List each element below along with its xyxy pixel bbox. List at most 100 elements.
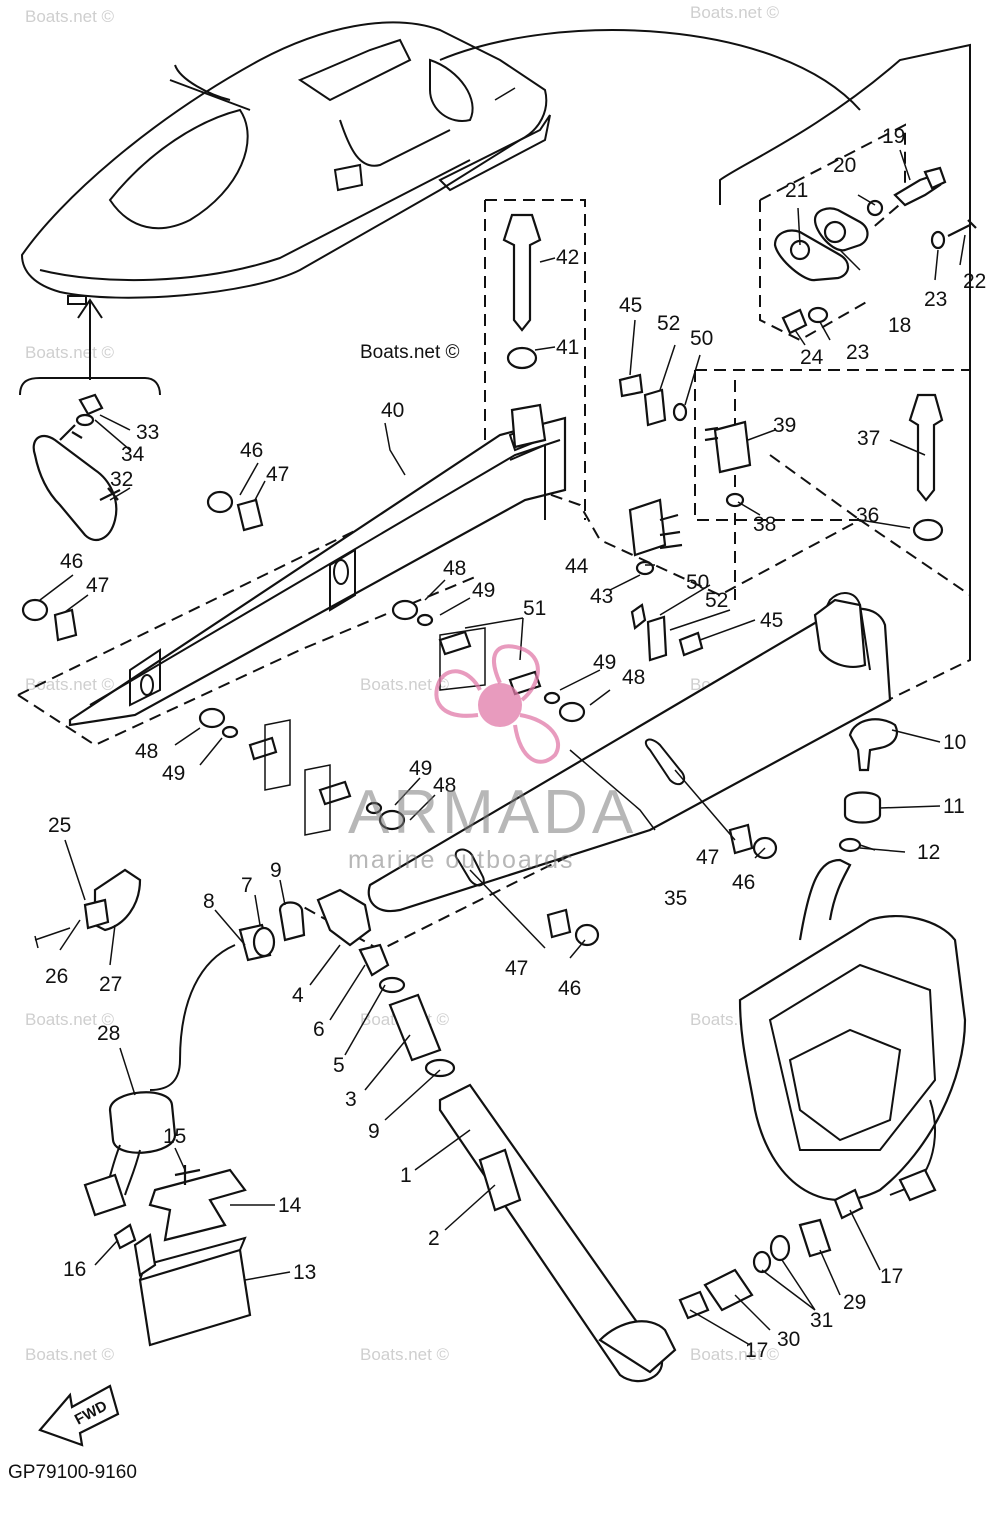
callout-23: 23 — [924, 288, 947, 311]
watermark-dark: Boats.net © — [360, 342, 460, 363]
callout-28: 28 — [97, 1022, 120, 1045]
callout-35: 35 — [664, 887, 687, 910]
callout-20: 20 — [833, 154, 856, 177]
callout-10: 10 — [943, 731, 966, 754]
callout-44: 44 — [565, 555, 589, 578]
callout-46: 46 — [732, 871, 755, 894]
callout-labels: 1 2 3 4 5 6 7 8 9 9 10 11 12 13 14 15 16… — [45, 125, 986, 1362]
callout-30: 30 — [777, 1328, 800, 1351]
callout-19: 19 — [882, 125, 905, 148]
watermark: Boats.net © — [690, 1345, 780, 1364]
callout-46: 46 — [240, 439, 263, 462]
callout-38: 38 — [753, 513, 776, 536]
callout-47: 47 — [505, 957, 528, 980]
callout-12: 12 — [917, 841, 940, 864]
callout-26: 26 — [45, 965, 68, 988]
callout-18: 18 — [888, 314, 911, 337]
callout-11: 11 — [943, 795, 965, 818]
watermark: Boats.net © — [25, 343, 115, 362]
callout-24: 24 — [800, 346, 824, 369]
leader-lines — [39, 149, 966, 1346]
callout-17: 17 — [880, 1265, 903, 1288]
callout-45: 45 — [760, 609, 783, 632]
watermark: Boats.net © — [25, 7, 115, 26]
callout-48: 48 — [622, 666, 645, 689]
fitting-44-group — [618, 373, 704, 662]
watermark: Boats.net © — [690, 3, 780, 22]
callout-47: 47 — [266, 463, 289, 486]
callout-46: 46 — [558, 977, 581, 1000]
callout-34: 34 — [121, 443, 145, 466]
callout-49: 49 — [593, 651, 616, 674]
callout-49: 49 — [409, 757, 432, 780]
callout-33: 33 — [136, 421, 159, 444]
callout-39: 39 — [773, 414, 796, 437]
brand-name: ARMADA — [348, 778, 637, 847]
callout-50: 50 — [686, 571, 709, 594]
jet-pump-housing — [678, 858, 967, 1320]
callout-48: 48 — [433, 774, 456, 797]
callout-13: 13 — [293, 1261, 316, 1284]
callout-17: 17 — [745, 1339, 768, 1362]
callout-36: 36 — [856, 504, 879, 527]
callout-51: 51 — [523, 597, 546, 620]
callout-41: 41 — [556, 336, 579, 359]
callout-43: 43 — [590, 585, 613, 608]
watercraft-hull-illustration — [20, 21, 551, 305]
hose-fittings-group — [278, 888, 677, 1383]
callout-37: 37 — [857, 427, 880, 450]
callout-25: 25 — [48, 814, 71, 837]
callout-31: 31 — [810, 1309, 833, 1332]
callout-6: 6 — [313, 1018, 325, 1041]
callout-42: 42 — [556, 246, 579, 269]
vent-fitting-group — [759, 123, 977, 342]
callout-22: 22 — [963, 270, 986, 293]
callout-21: 21 — [785, 179, 808, 202]
callout-16: 16 — [63, 1258, 86, 1281]
callout-7: 7 — [241, 874, 253, 897]
callout-8: 8 — [203, 890, 215, 913]
callout-27: 27 — [99, 973, 122, 996]
callout-40: 40 — [381, 399, 404, 422]
callout-50: 50 — [690, 327, 713, 350]
bushings-46-47 — [21, 490, 778, 947]
callout-14: 14 — [278, 1194, 302, 1217]
brand-tagline: marine outboards — [348, 846, 575, 874]
drain-plug-group — [838, 718, 898, 853]
watermark: Boats.net © — [25, 675, 115, 694]
watermark: Boats.net © — [360, 1345, 450, 1364]
forward-direction-arrow-icon: FWD — [38, 1384, 120, 1447]
callout-15: 15 — [163, 1125, 186, 1148]
callout-49: 49 — [472, 579, 495, 602]
callout-32: 32 — [110, 468, 133, 491]
callout-4: 4 — [292, 984, 304, 1007]
callout-29: 29 — [843, 1291, 866, 1314]
callout-47: 47 — [86, 574, 109, 597]
detail-box-outline — [719, 43, 971, 660]
watermark: Boats.net © — [360, 675, 450, 694]
vent-tube-37-group — [704, 393, 944, 542]
callout-47: 47 — [696, 846, 719, 869]
watermark-layer: Boats.net © Boats.net © Boats.net © Boat… — [25, 3, 780, 1364]
armada-logo: ARMADA marine outboards — [348, 644, 637, 874]
inset-fitting-32 — [19, 298, 161, 542]
callout-9: 9 — [368, 1120, 380, 1143]
propeller-logo-icon — [434, 644, 561, 764]
water-box-group — [34, 868, 276, 1347]
callout-48: 48 — [443, 557, 466, 580]
callout-52: 52 — [705, 589, 728, 612]
callout-46: 46 — [60, 550, 83, 573]
callout-52: 52 — [657, 312, 680, 335]
vent-tube-42 — [502, 213, 547, 449]
callout-23: 23 — [846, 341, 869, 364]
callout-9: 9 — [270, 859, 282, 882]
diagram-code: GP79100-9160 — [8, 1462, 137, 1483]
callout-49: 49 — [162, 762, 185, 785]
watermark: Boats.net © — [25, 1010, 115, 1029]
leader-curve — [439, 29, 861, 111]
callout-48: 48 — [135, 740, 158, 763]
watermark: Boats.net © — [25, 1345, 115, 1364]
callout-45: 45 — [619, 294, 642, 317]
